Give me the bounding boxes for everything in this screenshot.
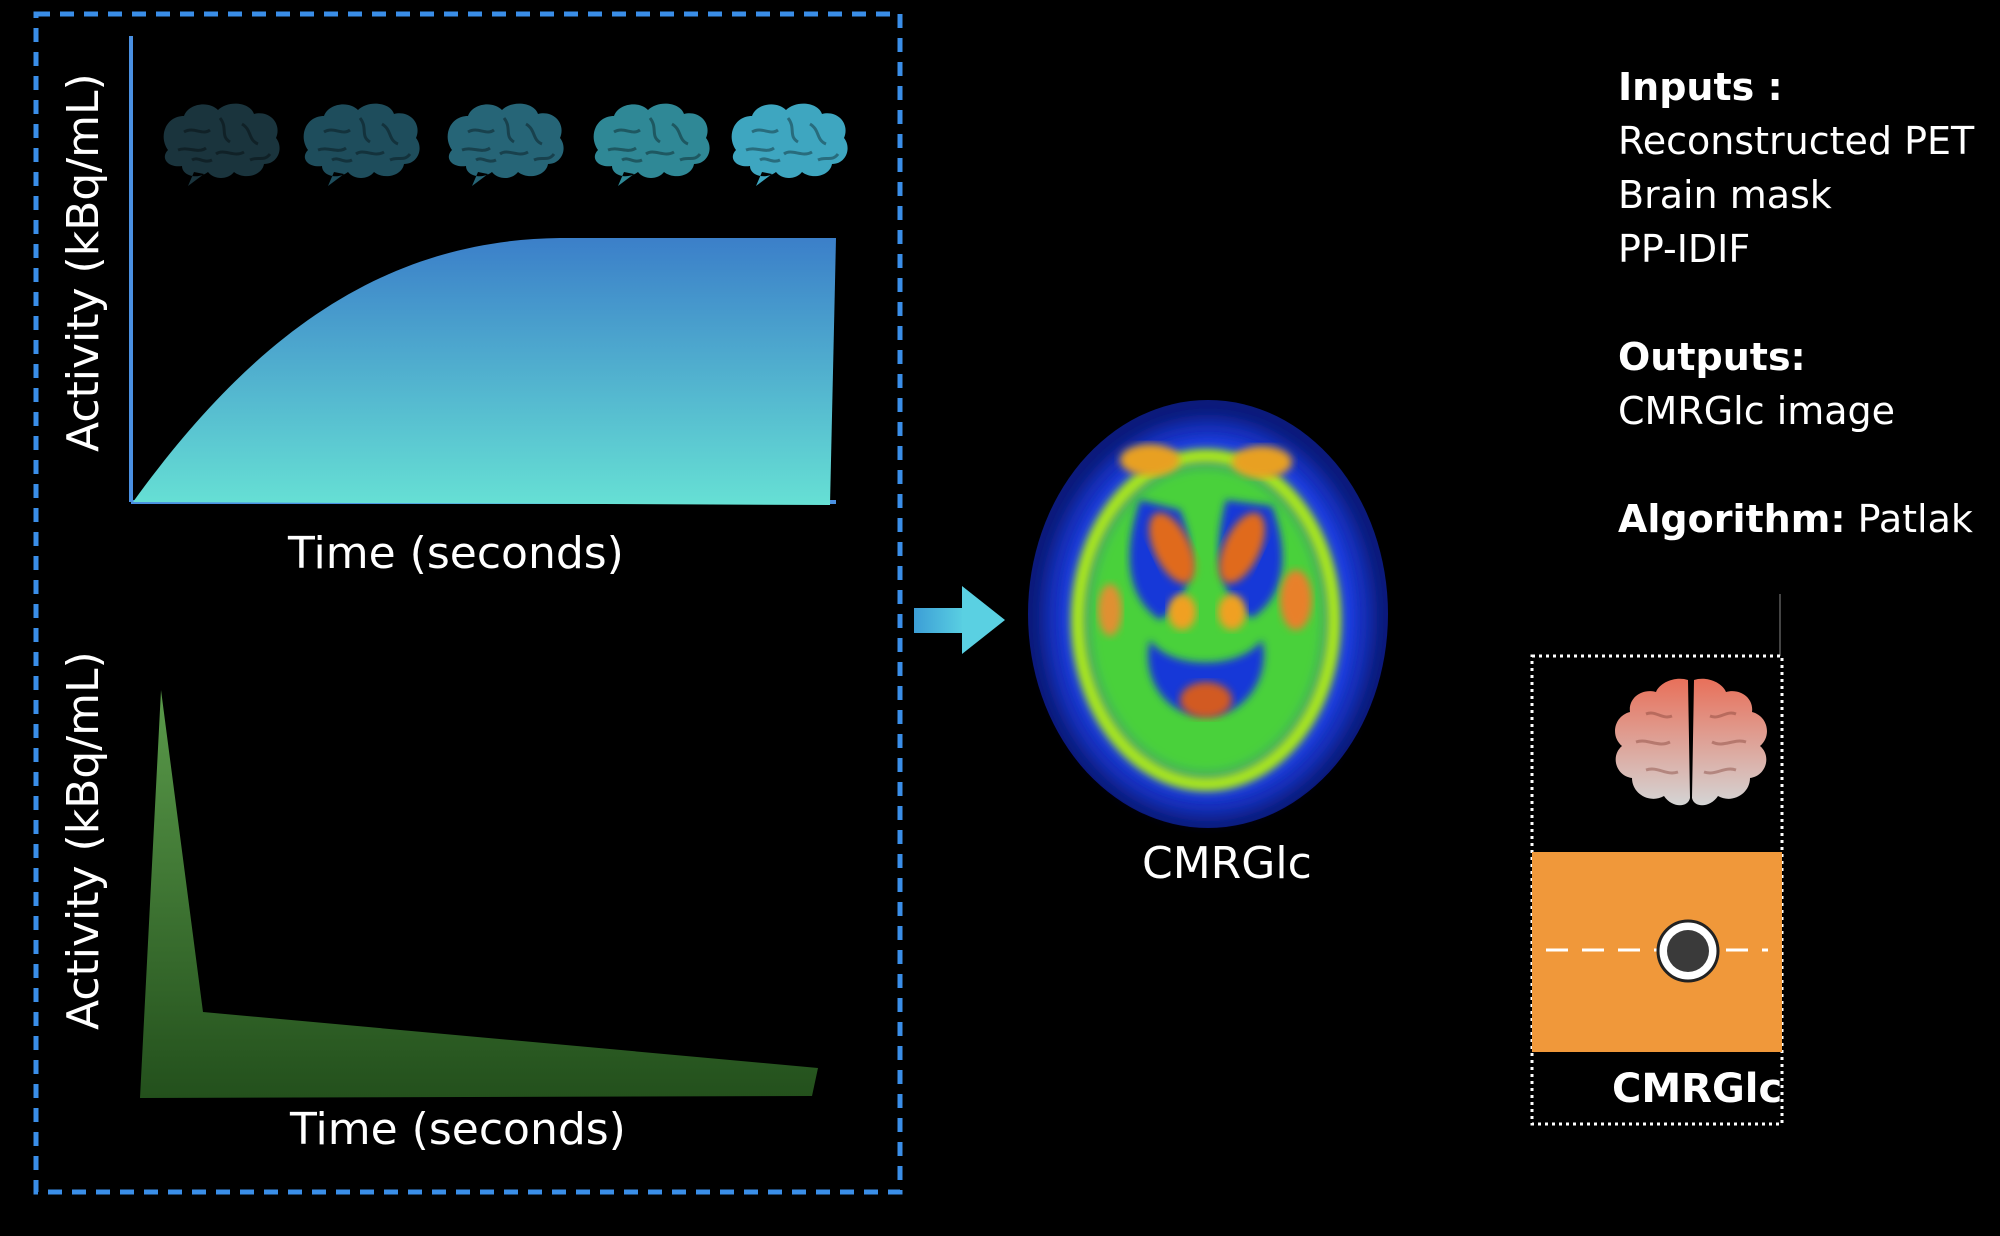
info-panel: Inputs : Reconstructed PET Brain mask PP…: [1618, 60, 1974, 546]
inputs-list-item: Brain mask: [1618, 173, 1832, 217]
input-panel-border: [33, 11, 903, 1195]
inputs-list-item: Reconstructed PET: [1618, 119, 1975, 163]
brain-icon: [1615, 678, 1767, 806]
outputs-heading: Outputs:: [1618, 335, 1806, 379]
aif-y-axis-label: Activity (kBq/mL): [58, 651, 109, 1030]
record-button-icon: [1656, 919, 1720, 983]
inputs-heading: Inputs :: [1618, 65, 1783, 109]
module-card-label: CMRGlc: [1612, 1066, 1783, 1112]
cmrglc-pet-image: [1028, 400, 1388, 828]
brain-frame-icon: [446, 102, 566, 188]
algorithm-heading: Algorithm:: [1618, 497, 1846, 541]
tac-area: [133, 238, 836, 505]
tac-y-axis-label: Activity (kBq/mL): [58, 73, 109, 452]
aif-area: [140, 690, 818, 1098]
cmrglc-image-label: CMRGlc: [1142, 838, 1312, 889]
brain-frame-icon: [592, 102, 712, 188]
flow-arrow-icon: [914, 586, 1005, 654]
aif-x-axis-label: Time (seconds): [290, 1104, 626, 1155]
inputs-list-item: PP-IDIF: [1618, 227, 1751, 271]
outputs-list-item: CMRGlc image: [1618, 389, 1896, 433]
brain-frame-icon: [302, 102, 422, 188]
brain-frame-icon: [730, 102, 850, 188]
algorithm-value: Patlak: [1857, 497, 1973, 541]
cmrglc-module-card[interactable]: [1530, 594, 1784, 1126]
aif-plot: [140, 690, 818, 1098]
tac-plot: [129, 36, 836, 505]
brain-frames: [162, 102, 850, 188]
brain-frame-icon: [162, 102, 282, 188]
tac-x-axis-label: Time (seconds): [288, 528, 624, 579]
